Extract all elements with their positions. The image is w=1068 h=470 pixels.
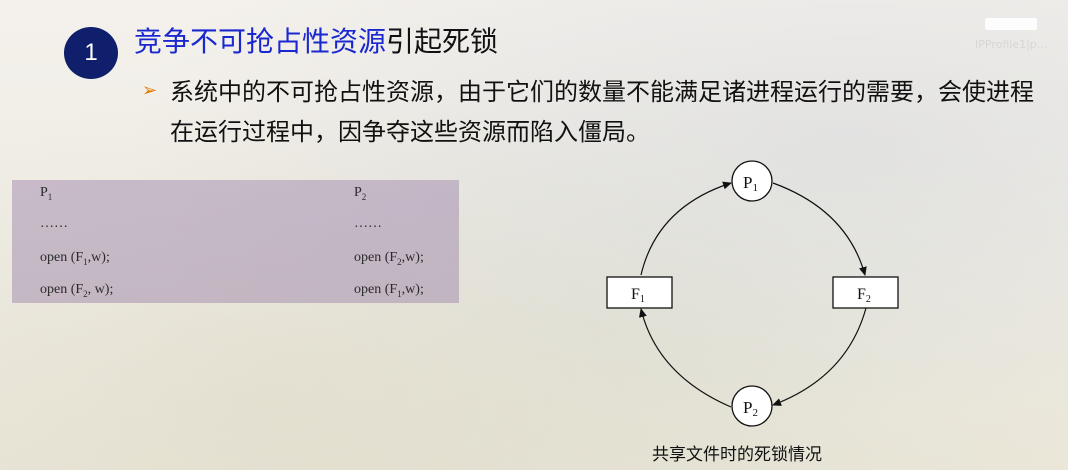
window-control-bar [985,18,1037,30]
watermark-text: IPProfile1|p... [975,38,1048,51]
code-right-header: P2 [354,185,366,202]
title-highlight: 竞争不可抢占性资源 [134,25,387,58]
deadlock-diagram: P1 P2 F1 F2 [606,160,899,427]
code-left-line1-pre: open (F [40,250,84,265]
node-p1 [731,160,773,202]
code-right-line1-pre: open (F [354,250,398,265]
code-left-header-sub: 1 [47,191,53,202]
code-left-line1-post: ,w); [87,250,110,265]
code-right-dots: …… [354,216,382,231]
node-f2-label: F2 [857,286,871,305]
code-left-header: P1 [40,185,52,202]
slide-title: 竞争不可抢占性资源引起死锁 [134,22,498,62]
bullet-paragraph: 系统中的不可抢占性资源，由于它们的数量不能满足诸进程运行的需要，会使进程在运行过… [170,78,1034,146]
code-left-line2-sub: 2 [83,288,88,299]
node-p2 [731,385,773,427]
edge-p2-to-f1 [639,308,732,408]
code-panel: P1 …… open (F1,w); open (F2, w); P2 …… o… [12,180,459,303]
code-right-header-sub: 2 [361,191,367,202]
code-left-line2-pre: open (F [40,282,84,297]
node-p1-label: P1 [743,173,758,194]
code-left-line2-post: , w); [87,282,114,297]
code-left-header-text: P [40,185,48,200]
edge-f2-to-p2 [772,307,867,406]
section-number-badge: 1 [64,27,118,79]
node-p2-label: P2 [743,398,758,419]
bullet-arrow-icon: ➢ [142,80,158,101]
node-f1 [606,276,673,309]
code-right-line2-sub: 1 [397,288,402,299]
code-right-line1-sub: 2 [397,256,402,267]
code-right-header-text: P [354,185,362,200]
code-left-line1-sub: 1 [83,256,88,267]
code-right-line2-pre: open (F [354,282,398,297]
diagram-caption: 共享文件时的死锁情况 [652,445,822,465]
code-left-line1: open (F1,w); [40,250,110,267]
edge-f1-to-p1 [640,181,732,276]
code-right-line2-post: ,w); [401,282,424,297]
code-right-line1-post: ,w); [401,250,424,265]
node-f1-label: F1 [631,286,645,305]
node-f2 [832,276,899,309]
code-right-line1: open (F2,w); [354,250,424,267]
edge-p1-to-f2 [772,182,867,276]
code-left-line2: open (F2, w); [40,282,113,299]
title-rest: 引起死锁 [386,25,499,58]
code-left-dots: …… [40,216,68,231]
code-right-line2: open (F1,w); [354,282,424,299]
